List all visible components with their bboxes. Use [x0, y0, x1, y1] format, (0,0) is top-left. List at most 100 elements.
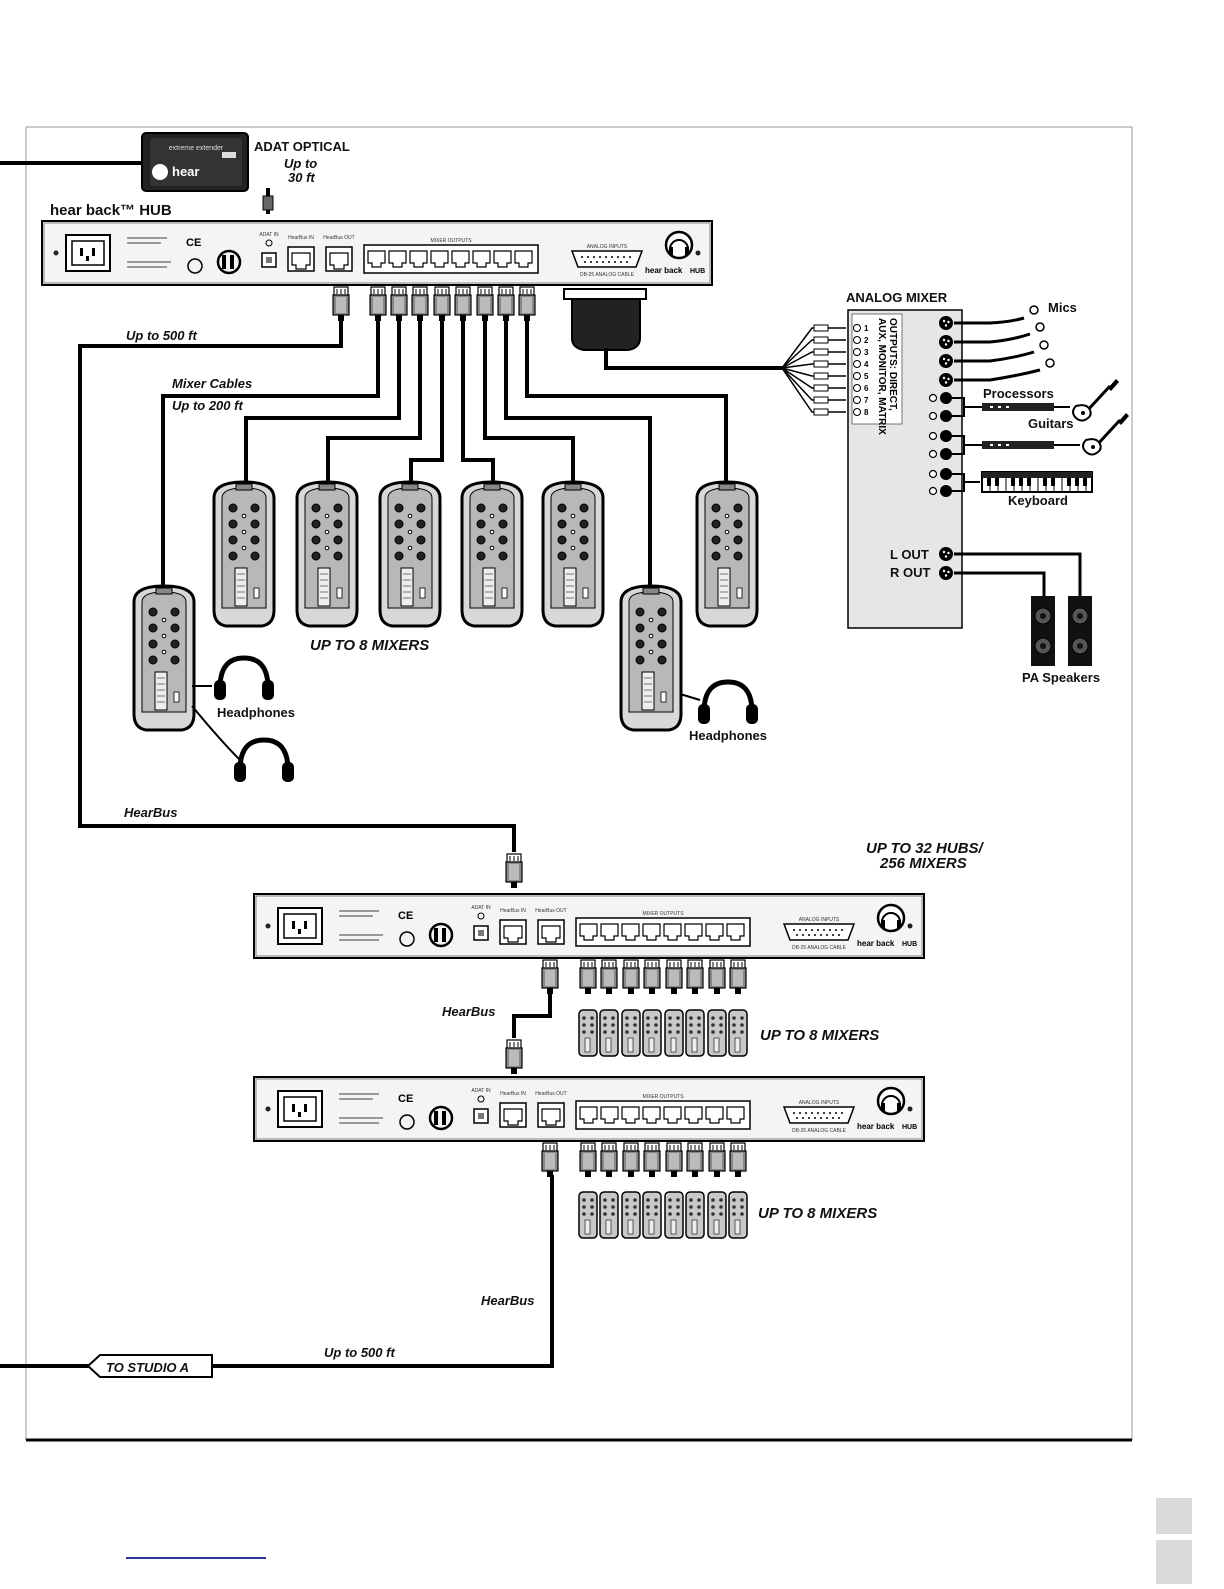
up-to-32-hubs-line2: 256 MIXERS — [879, 855, 967, 872]
l-out-jack — [939, 547, 953, 561]
svg-text:hear back: hear back — [857, 939, 895, 948]
mixer-1 — [212, 480, 276, 628]
headphones-icon-2 — [234, 740, 294, 782]
to-studio-a-tag: TO STUDIO A — [86, 1354, 213, 1378]
hearbus-label-1: HearBus — [124, 805, 177, 820]
svg-text:HUB: HUB — [902, 941, 917, 948]
main-hub-logo: hear back — [645, 266, 683, 275]
svg-text:5: 5 — [864, 372, 869, 381]
main-hub-ce: CE — [186, 237, 201, 249]
channel-numbers: 1 2 3 4 5 6 7 8 — [864, 324, 869, 417]
up-to-30-line2: 30 ft — [288, 170, 315, 185]
svg-text:DB-25 ANALOG CABLE: DB-25 ANALOG CABLE — [792, 945, 847, 951]
extender-logo-icon — [152, 164, 168, 180]
svg-text:HearBus OUT: HearBus OUT — [535, 1091, 566, 1097]
hub2-in-plug — [505, 853, 523, 889]
mixer-8 — [619, 584, 683, 732]
keyboard-label: Keyboard — [1008, 493, 1068, 508]
headphones-label-right: Headphones — [689, 728, 767, 743]
headphones-label-left: Headphones — [217, 705, 295, 720]
svg-text:HearBus IN: HearBus IN — [500, 1091, 526, 1097]
up-to-200-label: Up to 200 ft — [172, 398, 243, 413]
up-to-8-mixers-hub2: UP TO 8 MIXERS — [760, 1027, 879, 1044]
main-hub-adat-in: ADAT IN — [259, 232, 279, 238]
hub-title: hear back™ HUB — [50, 202, 172, 219]
page-tab-lower — [1156, 1540, 1192, 1584]
main-hub-logo-suffix: HUB — [690, 268, 705, 275]
hub3-mixers — [578, 1191, 748, 1239]
mixer-cables — [161, 320, 728, 592]
mixer-3 — [378, 480, 442, 628]
svg-text:3: 3 — [864, 348, 869, 357]
processors-label: Processors — [983, 386, 1054, 401]
hub2-plugs — [541, 959, 747, 995]
svg-text:1: 1 — [864, 324, 869, 333]
line-inputs — [928, 377, 1131, 497]
hub3-plugs — [541, 1142, 747, 1178]
mic-icon — [1035, 322, 1045, 332]
mixer-6 — [695, 480, 759, 628]
processor-unit-1 — [982, 403, 1054, 411]
hearbus-label-2: HearBus — [442, 1004, 495, 1019]
up-to-500-bottom: Up to 500 ft — [324, 1345, 395, 1360]
svg-text:hear back: hear back — [857, 1122, 895, 1131]
hearbus-main-cable — [78, 320, 516, 852]
rca-fan — [781, 327, 846, 413]
svg-text:HUB: HUB — [902, 1124, 917, 1131]
pa-cables — [954, 552, 1082, 596]
to-studio-a-label: TO STUDIO A — [106, 1360, 189, 1375]
up-to-30-line1: Up to — [284, 156, 317, 171]
main-hub: CE ADAT IN HearBus IN HearBus OUT MIXER … — [40, 219, 714, 287]
main-hub-analog-inputs: ANALOG INPUTS — [587, 244, 628, 250]
r-out-jack — [939, 566, 953, 580]
svg-text:4: 4 — [864, 360, 869, 369]
svg-text:ADAT IN: ADAT IN — [471, 1088, 491, 1094]
guitar-icon-2 — [1081, 411, 1131, 456]
keyboard-icon — [981, 471, 1093, 493]
main-hub-hearbus-out: HearBus OUT — [323, 235, 354, 241]
processor-unit-2 — [982, 441, 1054, 449]
pa-speaker-left — [1030, 595, 1056, 667]
up-to-8-mixers-main: UP TO 8 MIXERS — [310, 637, 429, 654]
hub3-in-plug — [505, 1039, 523, 1075]
guitars-label: Guitars — [1028, 416, 1074, 431]
svg-text:ANALOG INPUTS: ANALOG INPUTS — [799, 917, 840, 923]
svg-text:ADAT IN: ADAT IN — [471, 905, 491, 911]
headphones-icon-3 — [698, 682, 758, 724]
pa-speakers-label: PA Speakers — [1022, 670, 1100, 685]
main-hub-db25: DB-25 ANALOG CABLE — [580, 272, 635, 278]
svg-text:MIXER OUTPUTS: MIXER OUTPUTS — [642, 1094, 684, 1100]
svg-text:6: 6 — [864, 384, 869, 393]
mic-icon — [1045, 358, 1055, 368]
mixer-cables-label: Mixer Cables — [172, 376, 252, 391]
headphones-icon-1 — [214, 658, 274, 700]
adat-optical-label: ADAT OPTICAL — [254, 139, 350, 154]
db25-connector — [563, 288, 784, 370]
output-jacks — [853, 324, 861, 416]
mixer-7 — [132, 584, 196, 732]
extender-brand: hear — [172, 164, 199, 179]
svg-text:8: 8 — [864, 408, 869, 417]
footer-rule — [126, 1557, 266, 1559]
mic-icon — [1029, 305, 1039, 315]
analog-mixer-title: ANALOG MIXER — [846, 290, 948, 305]
svg-text:CE: CE — [398, 910, 413, 922]
mics-label: Mics — [1048, 300, 1077, 315]
optical-plug-icon — [262, 195, 274, 211]
main-hub-plugs — [332, 286, 536, 322]
hearbus-cable-3 — [210, 1175, 554, 1368]
outputs-line2: AUX, MONITOR, MATRIX — [876, 318, 887, 435]
personal-mixers — [132, 480, 759, 732]
r-out-label: R OUT — [890, 565, 931, 580]
extender-model-text: extreme extender — [169, 145, 224, 152]
guitar-icon-1 — [1071, 377, 1121, 422]
svg-text:MIXER OUTPUTS: MIXER OUTPUTS — [642, 911, 684, 917]
extreme-extender: extreme extender hear — [141, 132, 249, 192]
outputs-line1: OUTPUTS: DIRECT, — [887, 318, 898, 411]
page-tab-upper — [1156, 1498, 1192, 1534]
svg-text:HearBus IN: HearBus IN — [500, 908, 526, 914]
up-to-32-hubs-line1: UP TO 32 HUBS/ — [866, 840, 985, 857]
mic-icon — [1039, 340, 1049, 350]
